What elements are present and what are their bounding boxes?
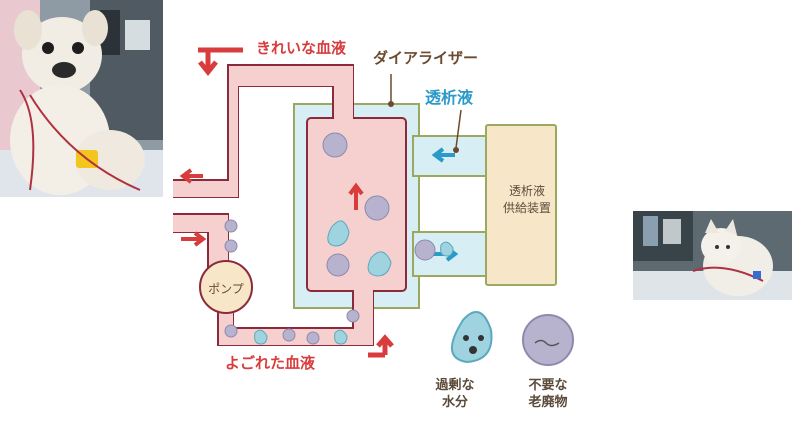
dog-photo (0, 0, 163, 197)
legend-water: 過剰な 水分 (425, 377, 485, 411)
dialysis-diagram: きれいな血液 ダイアライザー 透析液 透析液 供給装置 ポンプ よごれた血液 過… (163, 0, 633, 433)
supply-unit-label-line2: 供給装置 (493, 200, 561, 217)
water-droplet-icon (452, 312, 492, 362)
legend-waste-line1: 不要な (518, 377, 578, 394)
pump-label: ポンプ (201, 280, 251, 297)
dialyzer-label: ダイアライザー (373, 47, 478, 68)
supply-unit-label: 透析液 供給装置 (493, 183, 561, 217)
cat-photo (633, 211, 792, 300)
dialysate-label: 透析液 (425, 84, 473, 108)
clean-blood-label: きれいな血液 (256, 37, 346, 58)
legend-water-line1: 過剰な (425, 377, 485, 394)
dirty-blood-label: よごれた血液 (225, 352, 315, 373)
legend-waste-line2: 老廃物 (518, 394, 578, 411)
supply-unit-label-line1: 透析液 (493, 183, 561, 200)
legend-water-line2: 水分 (425, 394, 485, 411)
waste-particle-icon (523, 315, 573, 365)
legend-waste: 不要な 老廃物 (518, 377, 578, 411)
